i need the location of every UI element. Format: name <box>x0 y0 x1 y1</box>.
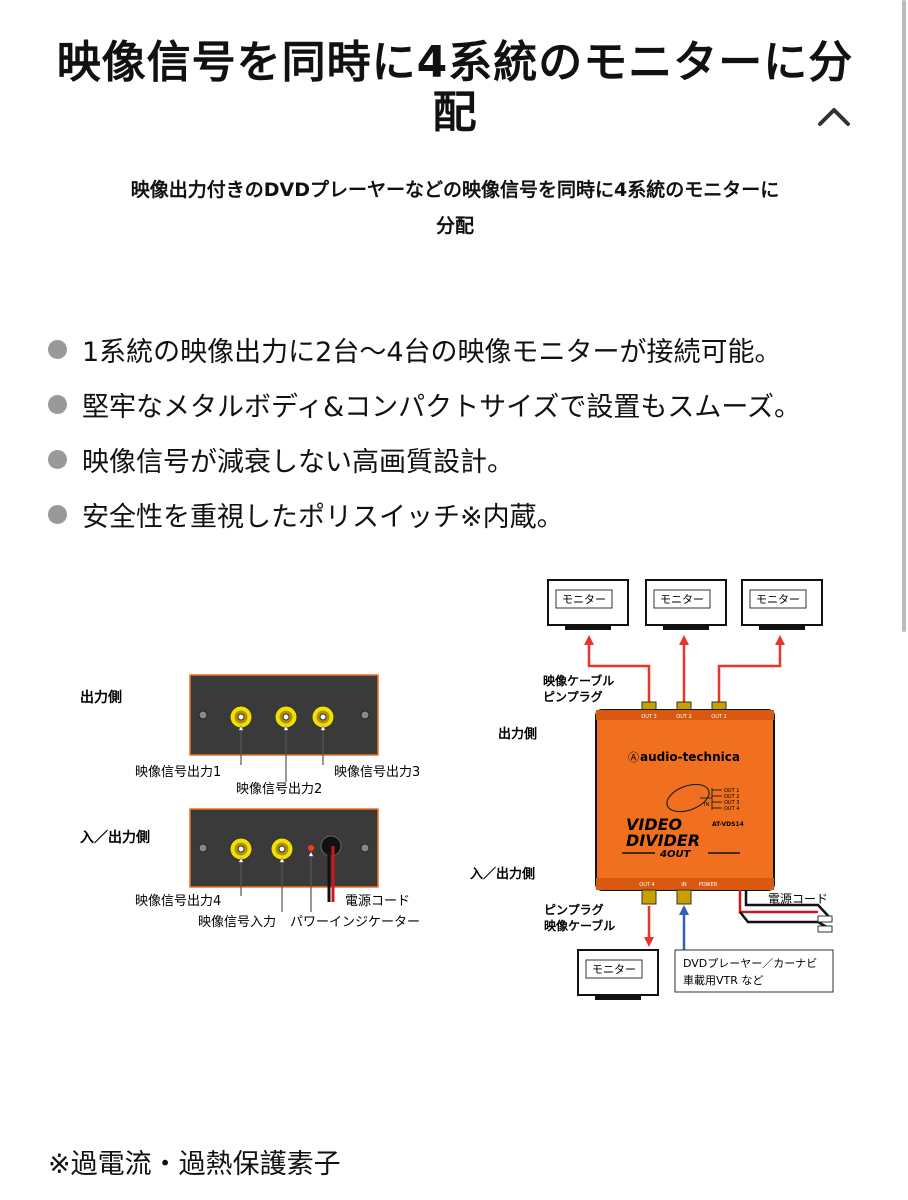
feature-text: 1系統の映像出力に2台〜4台の映像モニターが接続可能。 <box>82 337 782 368</box>
monitor-top-2: モニター <box>645 579 727 630</box>
feature-text: 堅牢なメタルボディ&コンパクトサイズで設置もスムーズ。 <box>82 392 802 423</box>
source-device-box: DVDプレーヤー／カーナビ 車載用VTR など <box>674 949 834 993</box>
model-number: AT-VDS14 <box>712 821 744 828</box>
output-side-panel <box>189 674 379 756</box>
label-power-cord: 電源コード <box>345 894 410 909</box>
label-cable-bottom-1: ピンプラグ <box>544 902 604 917</box>
monitor-top-1: モニター <box>547 579 629 630</box>
scrollbar-thumb[interactable] <box>902 0 906 632</box>
port-label-bottom: POWER <box>699 882 718 888</box>
feature-item: 安全性を重視したポリスイッチ※内蔵。 <box>48 487 801 542</box>
page-subtitle: 映像出力付きのDVDプレーヤーなどの映像信号を同時に4系統のモニターに 分配 <box>40 172 870 244</box>
rca-jack-output3 <box>311 705 335 729</box>
label-output3: 映像信号出力3 <box>334 765 420 780</box>
title-line-1: 映像信号を同時に4系統のモニターに分 <box>56 37 854 88</box>
page-title: 映像信号を同時に4系統のモニターに分 配 <box>40 38 870 138</box>
brand-logo: audio-technica <box>640 750 740 764</box>
port-label-top: OUT 3 <box>641 714 656 720</box>
label-source-line2: 車載用VTR など <box>683 973 763 987</box>
feature-text: 映像信号が減衰しない高画質設計。 <box>82 447 514 478</box>
port-label-bottom: IN <box>681 882 686 888</box>
connection-diagram: 出力側 映像信号出力1 映像信号出力2 映像信号出力3 入／出力側 映像信号出力… <box>80 579 834 1000</box>
label-input: 映像信号入力 <box>198 915 276 930</box>
feature-item: 映像信号が減衰しない高画質設計。 <box>48 432 801 487</box>
label-cable-top-1: 映像ケーブル <box>543 673 614 688</box>
label-output4: 映像信号出力4 <box>135 894 221 909</box>
monitor-bottom: モニター <box>577 949 659 1000</box>
chevron-up-icon <box>818 108 850 126</box>
out-label: OUT 1 <box>724 788 739 794</box>
label-io-side: 入／出力側 <box>80 829 150 846</box>
subtitle-line-2: 分配 <box>435 215 474 237</box>
label-output-side-right: 出力側 <box>498 726 537 742</box>
subtitle-line-1: 映像出力付きのDVDプレーヤーなどの映像信号を同時に4系統のモニターに <box>130 179 780 201</box>
product-name-line3: 4OUT <box>659 849 692 860</box>
collapse-button[interactable] <box>812 98 856 134</box>
label-source-line1: DVDプレーヤー／カーナビ <box>683 957 817 970</box>
rca-jack-output2 <box>274 705 298 729</box>
bullet-icon <box>48 340 67 359</box>
label-power-cord-right: 電源コード <box>768 892 828 906</box>
bullet-icon <box>48 395 67 414</box>
monitor-label: モニター <box>756 593 800 606</box>
scrollbar[interactable] <box>900 0 908 640</box>
in-label: IN <box>704 802 709 808</box>
port-label-top: OUT 2 <box>676 714 691 720</box>
out-label: OUT 3 <box>724 800 739 806</box>
monitor-label: モニター <box>562 593 606 606</box>
monitor-top-3: モニター <box>741 579 823 630</box>
feature-list: 1系統の映像出力に2台〜4台の映像モニターが接続可能。 堅牢なメタルボディ&コン… <box>48 322 801 542</box>
port-label-top: OUT 1 <box>711 714 726 720</box>
feature-item: 1系統の映像出力に2台〜4台の映像モニターが接続可能。 <box>48 322 801 377</box>
feature-text: 安全性を重視したポリスイッチ※内蔵。 <box>82 502 564 533</box>
brand-mark: Ⓐ <box>628 751 639 764</box>
rca-jack-output4 <box>229 837 253 861</box>
video-divider-device: OUT 3 OUT 2 OUT 1 Ⓐ audio-technica IN OU… <box>595 709 775 891</box>
label-output-side: 出力側 <box>80 689 122 706</box>
out-label: OUT 2 <box>724 794 739 800</box>
io-side-panel <box>189 808 379 888</box>
rca-jack-output1 <box>229 705 253 729</box>
label-cable-top-2: ピンプラグ <box>543 689 603 704</box>
product-name-line1: VIDEO <box>626 815 683 834</box>
label-cable-bottom-2: 映像ケーブル <box>544 918 615 933</box>
label-power-indicator: パワーインジケーター <box>290 915 420 930</box>
footnote: ※過電流・過熱保護素子 <box>48 1149 341 1180</box>
label-output2: 映像信号出力2 <box>236 782 322 797</box>
label-io-side-right: 入／出力側 <box>470 866 535 882</box>
power-indicator-led <box>308 845 314 851</box>
power-cord-grommet <box>320 835 342 857</box>
title-line-2: 配 <box>432 87 478 138</box>
feature-item: 堅牢なメタルボディ&コンパクトサイズで設置もスムーズ。 <box>48 377 801 432</box>
label-output1: 映像信号出力1 <box>135 765 221 780</box>
bullet-icon <box>48 450 67 469</box>
bullet-icon <box>48 505 67 524</box>
product-name-line2: DIVIDER <box>626 831 700 850</box>
monitor-label: モニター <box>660 593 704 606</box>
monitor-label: モニター <box>592 963 636 976</box>
out-label: OUT 4 <box>724 806 739 812</box>
port-label-bottom: OUT 4 <box>639 882 654 888</box>
rca-jack-input <box>270 837 294 861</box>
